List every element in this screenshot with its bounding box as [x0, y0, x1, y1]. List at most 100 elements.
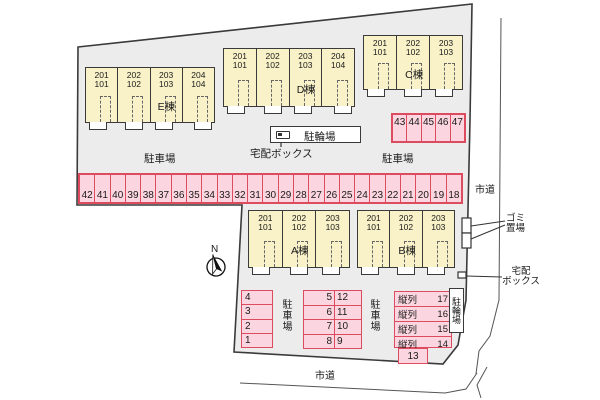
- parking-spot: 32: [233, 175, 249, 202]
- unit-numbers: 201 101: [258, 213, 273, 232]
- parking-spot: 18: [448, 190, 460, 201]
- building-name: A棟: [291, 245, 309, 258]
- parking-lot-label-vertical: 駐車場: [280, 299, 291, 332]
- stair-icon: [404, 241, 416, 267]
- road-label-right: 市道: [475, 185, 495, 196]
- building-e: E棟 201 101 202 102 203 103 204 104: [85, 67, 215, 130]
- building-name: B棟: [398, 245, 416, 258]
- parking-spot: 30: [263, 175, 279, 202]
- stair-icon: [132, 96, 144, 122]
- parking-spot: 31: [248, 175, 264, 202]
- parking-spot: 20: [416, 175, 432, 202]
- building-b: B棟 201 101 202 102 203 103: [357, 210, 455, 275]
- parking-spot: 16: [437, 308, 448, 320]
- unit-numbers: 204 104: [191, 70, 206, 89]
- parking-spot: 25: [340, 175, 356, 202]
- entrance-porch: [426, 267, 445, 275]
- unit-numbers: 202 102: [405, 38, 421, 57]
- entrance-porch: [252, 267, 270, 275]
- road-line-bottom: [239, 372, 478, 394]
- delivery-box-icon: [276, 131, 290, 139]
- parking-spot: 43: [393, 115, 408, 141]
- parking-row: 7 10: [304, 320, 361, 335]
- parking-spot: 2: [242, 320, 272, 334]
- parking-spot: 11: [337, 306, 348, 318]
- stair-icon: [436, 241, 448, 267]
- parking-spot: 45: [422, 115, 437, 141]
- building-unit: 203 103: [290, 49, 323, 114]
- building-unit: 202 102: [390, 211, 423, 275]
- entrance-porch: [367, 89, 385, 97]
- garbage-area-icon: [461, 217, 472, 234]
- parking-lot-label: 駐車場: [144, 153, 176, 165]
- delivery-box-label: 宅配ボックス: [250, 148, 313, 160]
- entrance-porch: [263, 106, 282, 114]
- parking-spot: 41: [95, 175, 111, 202]
- parking-spot: 33: [218, 175, 233, 202]
- parking-spot: 1: [245, 334, 251, 346]
- parking-row: 縦列 15: [395, 322, 451, 337]
- stair-icon: [303, 80, 315, 106]
- bicycle-parking-box-vertical: 駐輪場: [449, 288, 464, 333]
- parking-spot: 24: [355, 175, 371, 202]
- parking-spot: 22: [386, 175, 401, 202]
- parking-spot: 37: [156, 175, 172, 202]
- building-unit: 203 103: [430, 36, 462, 97]
- parking-spot: 34: [202, 175, 218, 202]
- building-unit: 201 101: [358, 211, 391, 275]
- entrance-porch: [227, 106, 245, 114]
- parking-spot: 26: [325, 175, 340, 202]
- parking-spot: 8: [304, 334, 335, 348]
- garbage-leader-line: [470, 220, 506, 227]
- stair-icon: [100, 96, 112, 122]
- delivery-leader-line: [465, 275, 503, 278]
- entrance-porch: [361, 267, 379, 275]
- parking-spot: 27: [309, 175, 325, 202]
- stair-icon: [164, 96, 176, 122]
- bicycle-parking-box: 駐輪場: [270, 126, 361, 143]
- building-unit: 203 103: [151, 68, 183, 130]
- unit-numbers: 203 103: [438, 38, 454, 57]
- garbage-area-label: ゴミ 置場: [506, 213, 526, 234]
- stair-icon: [372, 241, 384, 267]
- compass-icon: [206, 254, 226, 277]
- tandem-label: 縦列: [398, 340, 418, 351]
- unit-numbers: 203 103: [431, 213, 446, 232]
- parking-row: 8 9: [304, 334, 361, 348]
- parking-spot: 46: [436, 115, 451, 141]
- unit-numbers: 203 103: [298, 51, 313, 70]
- stair-icon: [336, 80, 348, 106]
- road-line-right: [475, 17, 502, 375]
- building-name: D棟: [296, 84, 315, 97]
- unit-numbers: 201 101: [366, 213, 381, 232]
- stair-icon: [378, 63, 390, 89]
- building-unit: 203 103: [423, 211, 454, 275]
- parking-spot: 10: [337, 321, 349, 333]
- stair-icon: [263, 241, 275, 267]
- parking-lot-label: 駐車場: [382, 153, 414, 165]
- parking-spot: 5: [304, 291, 335, 305]
- unit-numbers: 203 103: [325, 213, 340, 232]
- delivery-box-icon: [457, 271, 467, 279]
- entrance-porch: [435, 89, 453, 97]
- building-unit: 201 101: [364, 36, 397, 97]
- entrance-porch: [397, 267, 416, 275]
- parking-spot: 42: [80, 175, 96, 202]
- building-a: A棟 201 101 202 102 203 103: [248, 210, 350, 275]
- garbage-leader-line: [470, 224, 506, 240]
- stair-icon: [238, 80, 250, 106]
- parking-spot: 28: [294, 175, 310, 202]
- parking-tandem-14-17: 縦列 17 縦列 16 縦列 15 縦列 14: [394, 291, 452, 352]
- entrance-porch: [294, 106, 313, 114]
- unit-numbers: 202 102: [398, 213, 414, 232]
- parking-spot: 6: [304, 305, 335, 319]
- stair-icon: [297, 241, 309, 267]
- building-unit: 204 104: [322, 49, 354, 114]
- entrance-porch: [89, 122, 107, 130]
- parking-spot: 35: [187, 175, 203, 202]
- entrance-porch: [334, 106, 352, 114]
- parking-row: 縦列 14: [395, 337, 451, 352]
- entrance-porch: [322, 267, 341, 275]
